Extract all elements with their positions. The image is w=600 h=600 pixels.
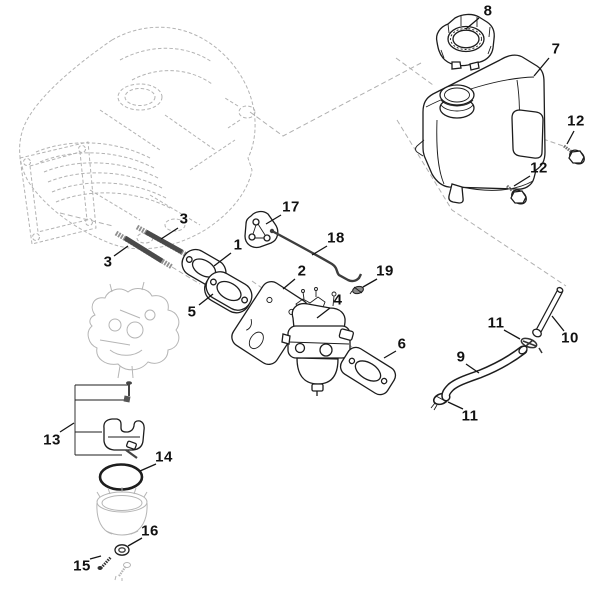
callout-support-bracket: 17 — [282, 198, 300, 216]
callout-stud-upper: 3 — [179, 210, 189, 228]
callout-plate-gasket: 2 — [297, 262, 307, 280]
callout-float-kit: 13 — [43, 431, 61, 449]
float-kit — [74, 381, 145, 459]
callout-tank-cap: 8 — [483, 2, 493, 20]
fuel-tank — [415, 54, 546, 204]
leader-spacer — [198, 293, 214, 306]
filter-bowl-ghost — [96, 487, 148, 536]
callout-clamp-lower: 11 — [461, 407, 479, 425]
leader-carburetor — [316, 307, 331, 319]
leader-bowl-ring — [139, 463, 157, 472]
callout-bowl-screw: 15 — [73, 557, 91, 575]
tank-screw-lower — [506, 184, 527, 205]
mounting-studs — [114, 224, 194, 270]
carb-gasket — [339, 346, 397, 396]
callout-carburetor: 4 — [333, 291, 343, 309]
spacer — [204, 271, 253, 314]
callout-clamp-upper: 11 — [487, 314, 505, 332]
bowl-ring — [98, 463, 144, 491]
leader-throttle-rod — [311, 245, 328, 256]
seal-ring — [114, 544, 130, 556]
fuel-hose — [441, 345, 528, 402]
leader-fuel-hose — [465, 363, 480, 374]
tank-cap — [435, 13, 495, 71]
leader-support-bracket — [265, 214, 282, 225]
callout-fuel-hose: 9 — [456, 348, 466, 366]
leader-stud-upper — [160, 227, 179, 240]
callout-spacer: 5 — [187, 303, 197, 321]
screw-ghost — [114, 562, 131, 581]
rod-clip — [349, 285, 364, 295]
leader-plate-gasket — [282, 278, 296, 290]
callout-flange-gasket: 1 — [233, 236, 243, 254]
carburetor-ghost — [87, 281, 180, 379]
throttle-rod — [269, 228, 363, 283]
leader-carb-gasket — [383, 350, 397, 359]
callout-throttle-rod: 18 — [327, 229, 345, 247]
leader-fuel-tank — [533, 57, 550, 77]
callout-seal-ring: 16 — [141, 522, 159, 540]
clamp-upper — [520, 337, 543, 354]
callout-carb-gasket: 6 — [397, 335, 407, 353]
leader-seal-ring — [127, 537, 143, 547]
callout-fuel-tank: 7 — [551, 40, 561, 58]
leader-bowl-screw — [89, 555, 102, 560]
leader-stud-lower — [113, 245, 129, 257]
leader-tank-cap — [465, 17, 480, 30]
callout-rod-clip: 19 — [376, 262, 394, 280]
support-bracket — [244, 210, 279, 249]
leader-tank-screw-lower — [513, 175, 531, 187]
callout-leader-lines — [59, 17, 575, 560]
leader-clamp-lower — [447, 401, 464, 410]
bowl-screw — [97, 556, 113, 570]
leader-tank-screw-upper — [566, 130, 575, 145]
callout-tank-screw-lower: 12 — [530, 159, 548, 177]
tank-screw-upper — [563, 144, 585, 165]
fuel-pipe — [532, 286, 564, 338]
leader-flange-gasket — [213, 252, 232, 267]
leader-fuel-pipe — [551, 315, 565, 332]
leader-clamp-upper — [503, 329, 521, 340]
leader-float-kit — [59, 422, 75, 433]
callout-bowl-ring: 14 — [155, 448, 173, 466]
leader-rod-clip — [362, 278, 378, 288]
callout-stud-lower: 3 — [103, 253, 113, 271]
callout-fuel-pipe: 10 — [561, 329, 579, 347]
callout-tank-screw-upper: 12 — [567, 112, 585, 130]
engine-block-ghost — [19, 26, 256, 250]
